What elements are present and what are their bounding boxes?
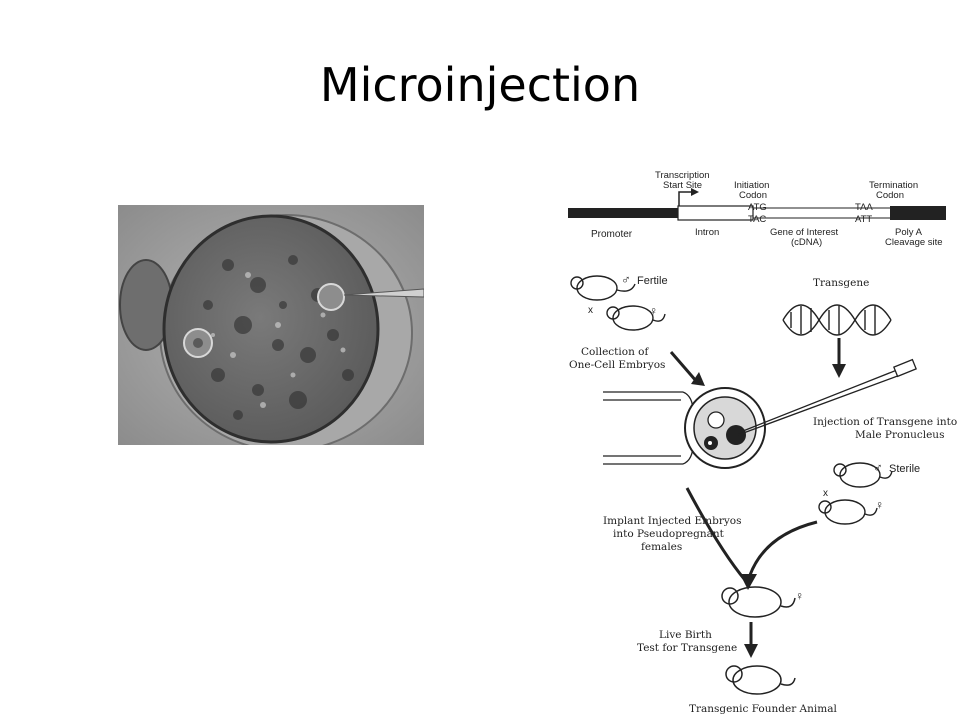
implant-label-3: females bbox=[641, 541, 682, 553]
surrogate-female-mouse-icon bbox=[721, 586, 796, 618]
cross-symbol-2: x bbox=[823, 488, 828, 499]
polya-label-2: Cleavage site bbox=[885, 237, 943, 248]
transgene-construct bbox=[568, 188, 946, 221]
cross-symbol-1: x bbox=[588, 305, 593, 316]
holding-pipette bbox=[603, 391, 694, 465]
collection-arrow bbox=[691, 372, 705, 386]
transcription-start-label-1: Transcription bbox=[655, 170, 710, 181]
gene-label-2: (cDNA) bbox=[791, 237, 822, 248]
female-symbol-1: ♀ bbox=[649, 304, 658, 318]
implant-label-1: Implant Injected Embryos bbox=[603, 515, 742, 527]
transgene-label: Transgene bbox=[813, 277, 869, 289]
initiation-codon-label-2: Codon bbox=[739, 190, 767, 201]
live-birth-label-1: Live Birth bbox=[659, 629, 712, 641]
fertile-male-mouse-icon bbox=[570, 275, 636, 301]
male-symbol-2: ♂ bbox=[873, 460, 883, 475]
transgene-down-arrow bbox=[832, 364, 846, 378]
implant-label-2: into Pseudopregnant bbox=[613, 528, 725, 540]
injection-needle bbox=[737, 358, 917, 436]
injection-label-1: Injection of Transgene into bbox=[813, 416, 957, 428]
dna-helix-icon bbox=[782, 304, 892, 336]
start-site-arrow bbox=[678, 191, 691, 206]
transcription-start-label-2: Start Site bbox=[663, 180, 702, 191]
live-birth-label-2: Test for Transgene bbox=[637, 642, 737, 654]
collection-label-1: Collection of bbox=[581, 346, 649, 358]
founder-label: Transgenic Founder Animal bbox=[689, 703, 837, 715]
initiation-codon-label-1: Initiation bbox=[734, 180, 769, 191]
slide-title: Microinjection bbox=[319, 58, 641, 112]
embryo-photo bbox=[118, 205, 424, 445]
taa-label: TAA bbox=[855, 202, 873, 213]
sterile-female-mouse-icon bbox=[818, 499, 878, 525]
tac-label: TAC bbox=[748, 214, 766, 225]
polya-label-1: Poly A bbox=[895, 227, 923, 238]
att-label: ATT bbox=[855, 214, 872, 225]
termination-codon-label-2: Codon bbox=[876, 190, 904, 201]
fertile-female-mouse-icon bbox=[606, 305, 666, 331]
intron-label: Intron bbox=[695, 227, 719, 238]
promoter-label: Promoter bbox=[591, 229, 633, 240]
atg-label: ATG bbox=[748, 202, 767, 213]
termination-codon-label-1: Termination bbox=[869, 180, 918, 191]
collection-label-2: One-Cell Embryos bbox=[569, 359, 665, 371]
female-symbol-2: ♀ bbox=[875, 498, 884, 512]
sterile-label: Sterile bbox=[889, 463, 920, 475]
injection-label-2: Male Pronucleus bbox=[855, 429, 944, 441]
one-cell-embryo bbox=[684, 387, 766, 469]
female-symbol-3: ♀ bbox=[795, 589, 804, 603]
gene-label-1: Gene of Interest bbox=[770, 227, 838, 238]
founder-mouse-icon bbox=[725, 665, 796, 695]
implant-arrow bbox=[740, 574, 757, 590]
fertile-label: Fertile bbox=[637, 275, 668, 287]
transgenic-workflow-diagram: Transcription Start Site Initiation Codo… bbox=[568, 170, 957, 715]
sterile-male-mouse-icon bbox=[833, 462, 893, 488]
birth-arrow bbox=[744, 644, 758, 658]
male-symbol-1: ♂ bbox=[621, 272, 631, 287]
